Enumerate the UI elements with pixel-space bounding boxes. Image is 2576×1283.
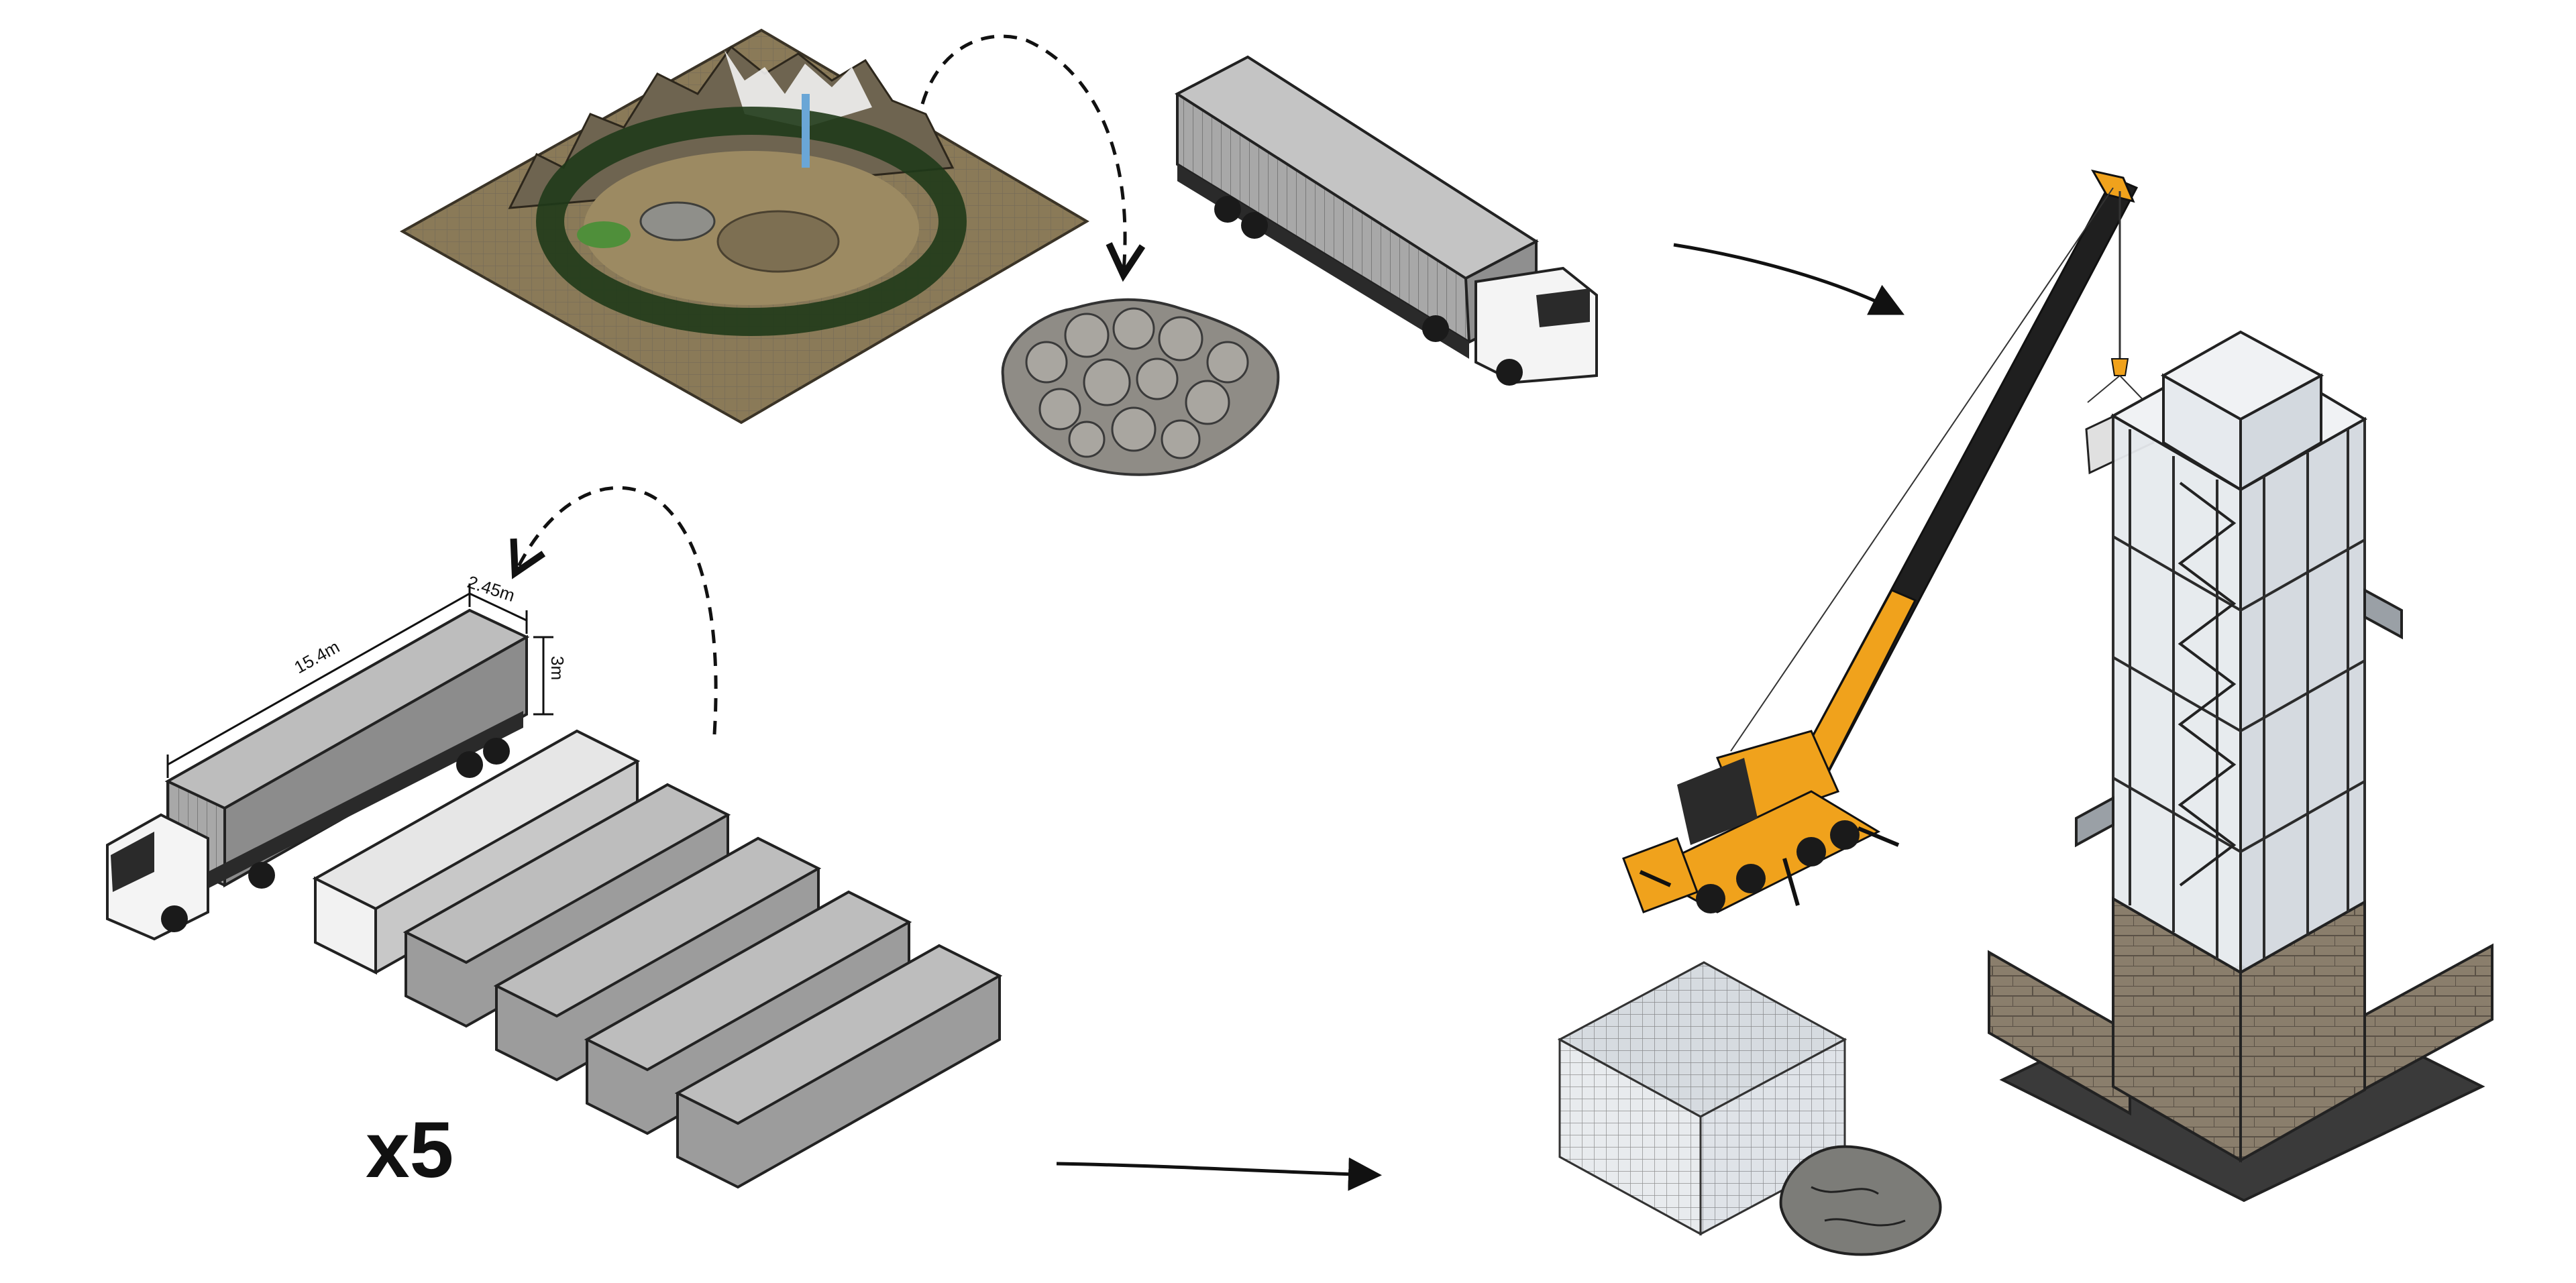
- container-modules: [312, 729, 1003, 1189]
- glass-module-block: [1557, 961, 1847, 1236]
- container-truck-dimensioned: [106, 608, 530, 941]
- rock-stone: [1779, 1145, 1942, 1256]
- arrow-top-to-construction: [1673, 243, 1904, 315]
- mountain-terrain-illustration: [399, 28, 1089, 425]
- rubble-pile: [1001, 298, 1280, 476]
- arrow-bottom-to-construction: [1056, 1157, 1382, 1191]
- dashed-arrow-to-truck: [517, 486, 718, 735]
- container-truck-top: [1175, 55, 1598, 386]
- dimension-width-label: 2.45m: [465, 571, 517, 606]
- dimension-height-label: 3m: [547, 656, 568, 680]
- dimension-length-label: 15.4m: [290, 636, 343, 677]
- dimension-lines: [166, 583, 553, 778]
- mobile-crane: [1622, 169, 2155, 913]
- multiplier-label: x5: [366, 1106, 453, 1194]
- tower-building: [1988, 330, 2493, 1203]
- dashed-arrow-to-rubble: [920, 34, 1125, 272]
